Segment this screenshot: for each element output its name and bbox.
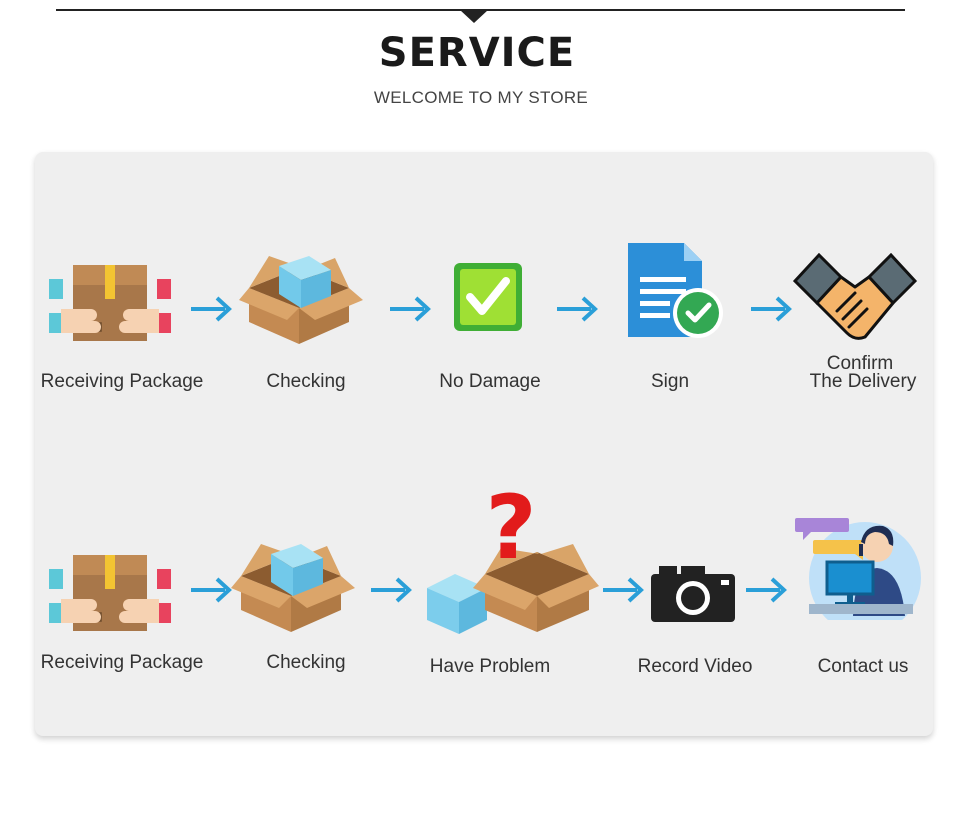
page-title: SERVICE [378, 30, 576, 76]
step-label-checking: Checking [266, 371, 346, 392]
step-label-no-damage: No Damage [439, 371, 541, 392]
arrow-right-icon [751, 296, 791, 322]
arrow-right-icon [191, 577, 231, 603]
step-label-receiving-package: Receiving Package [40, 652, 204, 673]
customer-service-icon [795, 518, 921, 620]
open-box-icon [231, 544, 355, 632]
step-label-receiving-package: Receiving Package [40, 371, 204, 392]
step-label-confirm-line2: The Delivery [809, 371, 917, 392]
arrow-right-icon [603, 577, 643, 603]
arrow-right-icon [371, 577, 411, 603]
signed-document-icon [628, 243, 723, 338]
handshake-icon [793, 253, 917, 340]
page-subtitle: WELCOME TO MY STORE [373, 88, 589, 107]
step-label-contact-us: Contact us [817, 656, 909, 677]
open-box-icon [239, 256, 363, 344]
service-panel [35, 152, 933, 736]
step-label-confirm-line1: Confirm [826, 353, 894, 374]
arrow-right-icon [746, 577, 786, 603]
arrow-right-icon [191, 296, 231, 322]
step-label-have-problem: Have Problem [429, 656, 551, 677]
step-label-record-video: Record Video [637, 656, 753, 677]
step-label-sign: Sign [650, 371, 690, 392]
box-question-icon: ? [427, 484, 599, 634]
checkbox-icon [454, 263, 522, 331]
step-label-checking: Checking [266, 652, 346, 673]
divider-notch [460, 10, 488, 23]
package-hands-icon [49, 265, 172, 342]
svg-text:?: ? [485, 484, 536, 579]
package-hands-icon [49, 555, 172, 632]
arrow-right-icon [390, 296, 430, 322]
arrow-right-icon [557, 296, 597, 322]
camera-icon [651, 566, 735, 622]
